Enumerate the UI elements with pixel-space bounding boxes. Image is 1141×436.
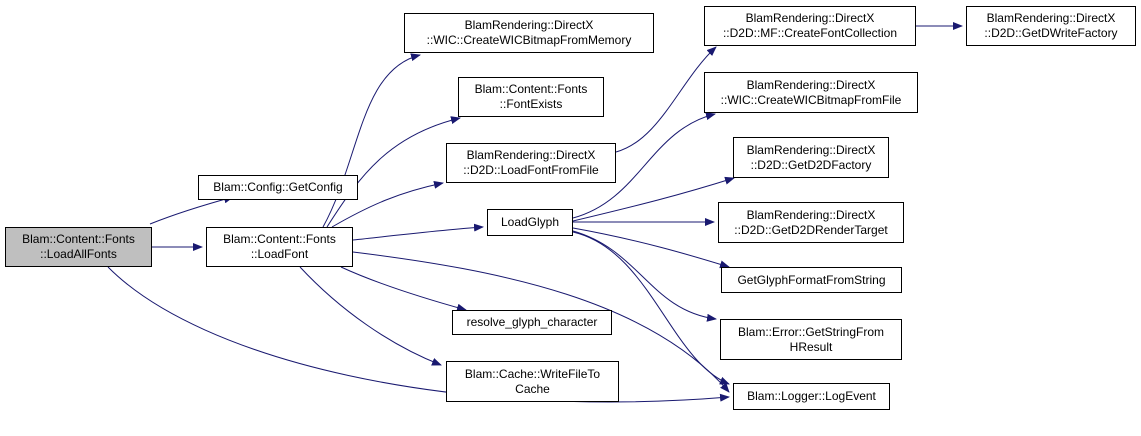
node-label-line2: ::LoadFont [250, 247, 309, 261]
node-label-line1: BlamRendering::DirectX [464, 18, 594, 32]
edge-loadglyph-to-createwicfile [572, 112, 716, 219]
edge-loadfont-to-fontexists [326, 116, 461, 228]
edge-loadglyph-to-getglyphformat [572, 227, 730, 269]
edge-loadfontfromfile-to-createfontcollection [615, 46, 717, 153]
edge-loadfont-to-logevent [352, 251, 730, 393]
node-get-string-from-hresult[interactable]: Blam::Error::GetStringFrom HResult [720, 319, 902, 360]
node-label-line2: ::D2D::MF::CreateFontCollection [722, 26, 898, 40]
node-resolve-glyph-character[interactable]: resolve_glyph_character [452, 310, 612, 335]
node-label-line2: Cache [515, 381, 550, 396]
node-create-font-collection[interactable]: BlamRendering::DirectX ::D2D::MF::Create… [704, 6, 916, 46]
node-label-line2: ::FontExists [499, 97, 563, 111]
node-get-config[interactable]: Blam::Config::GetConfig [198, 175, 358, 200]
node-label-line1: GetGlyphFormatFromString [737, 272, 886, 287]
edge-loadglyph-to-logevent [572, 231, 730, 385]
node-label-line2: HResult [789, 339, 833, 354]
edge-loadfont-to-loadglyph [352, 223, 484, 241]
node-label-line1: Blam::Cache::WriteFileTo [464, 366, 601, 381]
edge-loadfont-to-resolveglyph [340, 266, 467, 312]
node-create-wic-bitmap-from-memory[interactable]: BlamRendering::DirectX ::WIC::CreateWICB… [404, 13, 654, 53]
node-create-wic-bitmap-from-file[interactable]: BlamRendering::DirectX ::WIC::CreateWICB… [704, 72, 918, 113]
node-label-line1: BlamRendering::DirectX [986, 11, 1116, 25]
node-label-line1: Blam::Config::GetConfig [213, 180, 343, 194]
node-load-glyph[interactable]: LoadGlyph [487, 209, 573, 236]
node-label-line1: BlamRendering::DirectX [745, 11, 875, 25]
node-get-dwrite-factory[interactable]: BlamRendering::DirectX ::D2D::GetDWriteF… [966, 6, 1136, 46]
node-label-line1: resolve_glyph_character [466, 315, 598, 329]
node-get-d2d-factory[interactable]: BlamRendering::DirectX ::D2D::GetD2DFact… [733, 137, 889, 178]
edge-loadglyph-to-getd2dfactory [572, 176, 735, 222]
node-load-font-from-file[interactable]: BlamRendering::DirectX ::D2D::LoadFontFr… [446, 143, 616, 183]
edge-loadallfonts-to-logevent [107, 266, 730, 403]
node-label-line2: ::LoadAllFonts [40, 247, 117, 261]
node-label-line1: Blam::Error::GetStringFrom [737, 324, 885, 339]
node-label-line2: ::D2D::LoadFontFromFile [463, 163, 599, 177]
node-get-glyph-format-from-string[interactable]: GetGlyphFormatFromString [721, 267, 902, 293]
node-label-line2: ::D2D::GetDWriteFactory [984, 26, 1118, 40]
node-load-all-fonts: Blam::Content::Fonts ::LoadAllFonts [5, 227, 152, 267]
node-label-line1: BlamRendering::DirectX [466, 148, 596, 162]
node-label-line2: ::WIC::CreateWICBitmapFromMemory [426, 33, 632, 47]
edge-loadglyph-to-getstringfromhresult [572, 230, 717, 322]
node-label-line1: BlamRendering::DirectX [746, 142, 876, 157]
node-label-line1: BlamRendering::DirectX [746, 207, 876, 222]
node-load-font[interactable]: Blam::Content::Fonts ::LoadFont [206, 227, 353, 267]
node-label-line2: ::D2D::GetD2DRenderTarget [734, 222, 888, 237]
node-label-line2: ::WIC::CreateWICBitmapFromFile [720, 92, 902, 107]
node-label-line1: Blam::Content::Fonts [22, 232, 135, 246]
node-label-line1: Blam::Logger::LogEvent [747, 389, 876, 403]
edge-loadfont-to-createwicmemory [322, 53, 421, 228]
edge-loadfont-to-loadfontfromfile [331, 180, 444, 228]
node-font-exists[interactable]: Blam::Content::Fonts ::FontExists [458, 77, 604, 117]
node-get-d2d-render-target[interactable]: BlamRendering::DirectX ::D2D::GetD2DRend… [718, 202, 904, 243]
node-label-line1: Blam::Content::Fonts [474, 82, 588, 96]
node-log-event[interactable]: Blam::Logger::LogEvent [733, 383, 890, 410]
node-label-line1: BlamRendering::DirectX [746, 77, 876, 92]
edge-loadfont-to-writefiletocache [299, 266, 442, 366]
edge-loadallfonts-to-getconfig [149, 195, 234, 225]
node-write-file-to-cache[interactable]: Blam::Cache::WriteFileTo Cache [446, 361, 619, 402]
node-label-line1: Blam::Content::Fonts [223, 232, 336, 246]
node-label-line1: LoadGlyph [500, 215, 560, 229]
node-label-line2: ::D2D::GetD2DFactory [750, 157, 872, 172]
